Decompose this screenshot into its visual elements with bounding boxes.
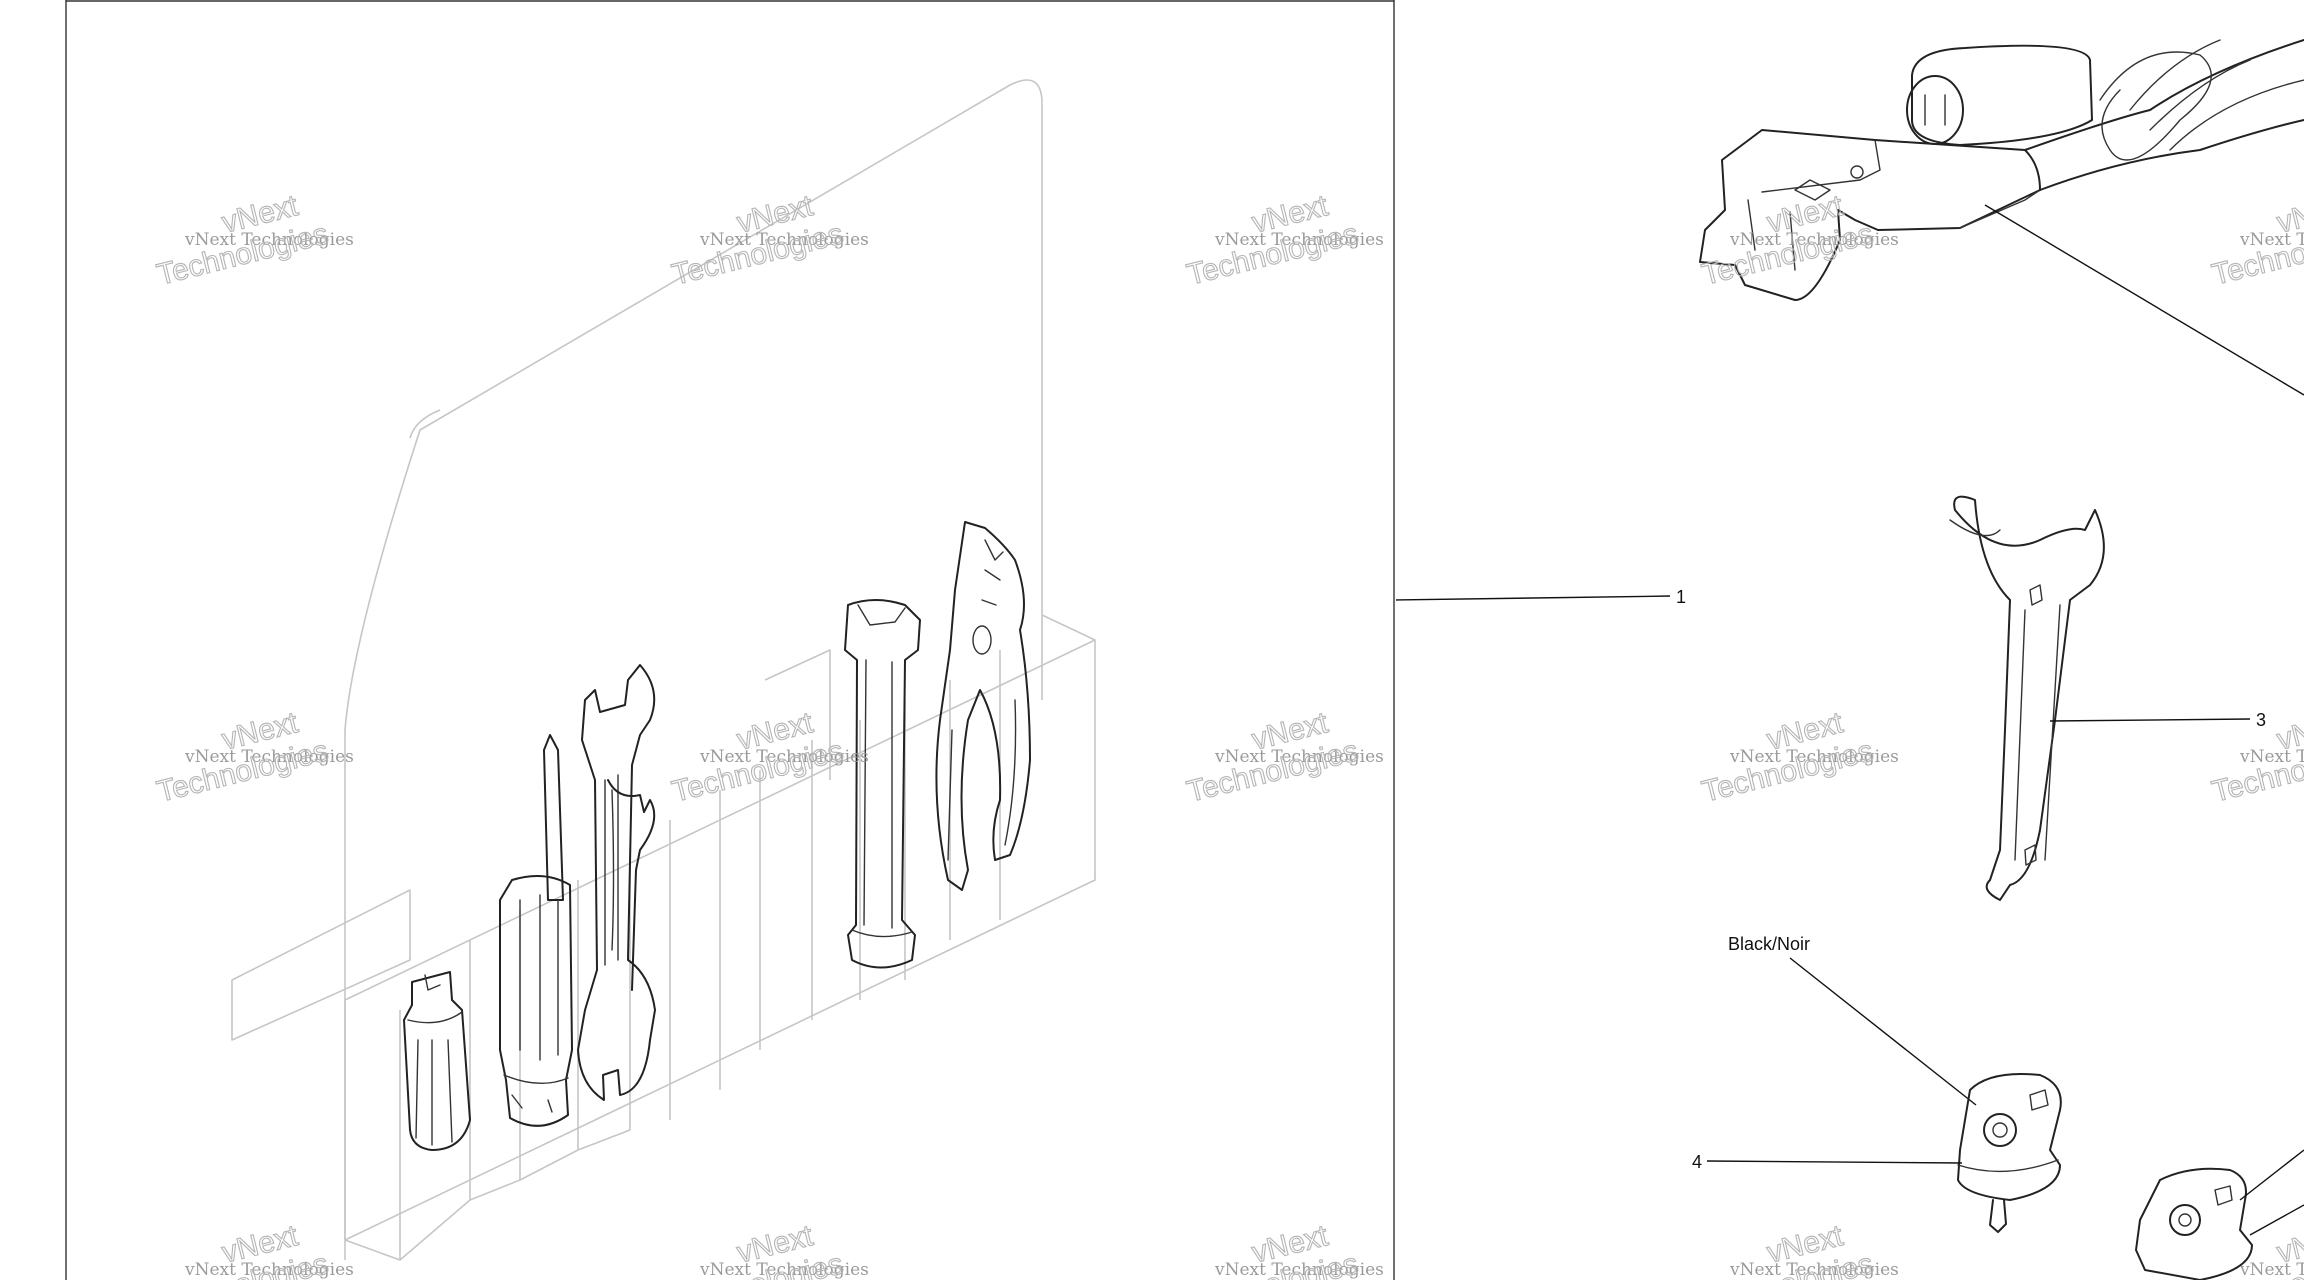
spanner-wrench: 3 bbox=[1949, 495, 2266, 901]
box-wrench bbox=[844, 599, 921, 969]
svg-text:vNext Technologies: vNext Technologies bbox=[2239, 230, 2304, 250]
slip-joint-pliers bbox=[935, 521, 1031, 891]
svg-text:vNext Technologies: vNext Technologies bbox=[1729, 747, 1899, 767]
screwdriver bbox=[499, 734, 573, 1127]
svg-text:vNext Technologies: vNext Technologies bbox=[184, 1260, 354, 1280]
svg-text:vNext Technologies: vNext Technologies bbox=[699, 230, 869, 250]
driver-handle bbox=[403, 971, 471, 1151]
svg-text:vNext Technologies: vNext Technologies bbox=[1729, 230, 1899, 250]
svg-text:vNext Technologies: vNext Technologies bbox=[184, 747, 354, 767]
svg-text:vNext Technologies: vNext Technologies bbox=[1214, 747, 1384, 767]
open-end-wrench bbox=[577, 664, 656, 1101]
ignition-key-alt bbox=[2135, 1149, 2304, 1280]
svg-text:vNext Technologies: vNext Technologies bbox=[699, 747, 869, 767]
callout-1-label: 1 bbox=[1676, 587, 1686, 607]
svg-text:vNext Technologies: vNext Technologies bbox=[1729, 1260, 1899, 1280]
svg-text:vNext Technologies: vNext Technologies bbox=[2239, 747, 2304, 767]
color-note-black-noir: Black/Noir bbox=[1728, 934, 1810, 954]
tether-cord-key bbox=[1699, 39, 2304, 396]
svg-text:vNext Technologies: vNext Technologies bbox=[699, 1260, 869, 1280]
svg-text:vNext Technologies: vNext Technologies bbox=[1214, 1260, 1384, 1280]
left-panel-frame bbox=[65, 0, 1395, 1280]
callout-1: 1 bbox=[1395, 587, 1686, 607]
ignition-key: 4 bbox=[1692, 1073, 2062, 1233]
color-note-leader bbox=[1789, 957, 1977, 1106]
callout-3-label: 3 bbox=[2256, 710, 2266, 730]
svg-text:vNext Technologies: vNext Technologies bbox=[1214, 230, 1384, 250]
callout-4-label: 4 bbox=[1692, 1152, 1702, 1172]
svg-text:vNext Technologies: vNext Technologies bbox=[184, 230, 354, 250]
svg-text:vNext Technologies: vNext Technologies bbox=[2239, 1260, 2304, 1280]
tool-holder-outline bbox=[231, 79, 1096, 1261]
